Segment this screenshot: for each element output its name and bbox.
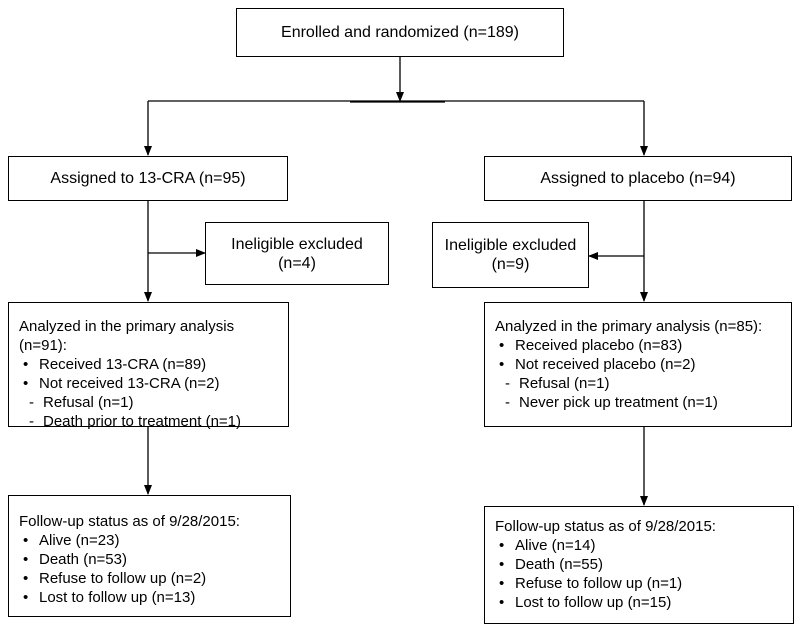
- left-analyzed-title: Analyzed in the primary analysis (n=91):: [19, 318, 235, 354]
- left-excluded-line1: Ineligible excluded: [231, 235, 363, 253]
- list-item: Lost to follow up (n=15): [495, 593, 783, 612]
- left-assigned-label: Assigned to 13-CRA (n=95): [50, 170, 246, 187]
- right-assigned-label: Assigned to placebo (n=94): [540, 170, 736, 187]
- list-item: Lost to follow up (n=13): [19, 588, 280, 607]
- right-analyzed-title: Analyzed in the primary analysis (n=85):: [495, 318, 763, 335]
- list-item: Death (n=55): [495, 555, 783, 574]
- right-excluded-box: Ineligible excluded (n=9): [432, 222, 589, 288]
- left-analyzed-box: Analyzed in the primary analysis (n=91):…: [8, 302, 289, 431]
- list-item: Death (n=53): [19, 550, 280, 569]
- left-assigned-box: Assigned to 13-CRA (n=95): [8, 156, 288, 201]
- list-item: Not received placebo (n=2): [495, 355, 781, 374]
- list-item: Death prior to treatment (n=1): [19, 412, 278, 431]
- list-item: Refusal (n=1): [495, 374, 781, 393]
- right-analyzed-list: Received placebo (n=83) Not received pla…: [495, 336, 781, 412]
- list-item: Refuse to follow up (n=2): [19, 569, 280, 588]
- right-excluded-line2: (n=9): [491, 256, 530, 273]
- left-excluded-line2: (n=4): [278, 254, 316, 272]
- left-excluded-box: Ineligible excluded (n=4): [205, 222, 389, 285]
- enrolled-label: Enrolled and randomized (n=189): [281, 24, 519, 41]
- right-followup-list: Alive (n=14) Death (n=55) Refuse to foll…: [495, 536, 783, 612]
- left-analyzed-list: Received 13-CRA (n=89) Not received 13-C…: [19, 355, 278, 431]
- right-followup-title: Follow-up status as of 9/28/2015:: [495, 518, 716, 535]
- right-assigned-box: Assigned to placebo (n=94): [484, 156, 792, 201]
- list-item: Alive (n=14): [495, 536, 783, 555]
- right-followup-box: Follow-up status as of 9/28/2015: Alive …: [484, 506, 794, 624]
- right-excluded-line1: Ineligible excluded: [444, 237, 577, 254]
- right-analyzed-box: Analyzed in the primary analysis (n=85):…: [484, 302, 792, 427]
- left-followup-title: Follow-up status as of 9/28/2015:: [19, 513, 240, 530]
- list-item: Not received 13-CRA (n=2): [19, 374, 278, 393]
- list-item: Received 13-CRA (n=89): [19, 355, 278, 374]
- left-followup-box: Follow-up status as of 9/28/2015: Alive …: [8, 495, 291, 617]
- list-item: Never pick up treatment (n=1): [495, 393, 781, 412]
- list-item: Refuse to follow up (n=1): [495, 574, 783, 593]
- list-item: Alive (n=23): [19, 531, 280, 550]
- list-item: Refusal (n=1): [19, 393, 278, 412]
- enrolled-box: Enrolled and randomized (n=189): [236, 8, 564, 57]
- list-item: Received placebo (n=83): [495, 336, 781, 355]
- left-followup-list: Alive (n=23) Death (n=53) Refuse to foll…: [19, 531, 280, 607]
